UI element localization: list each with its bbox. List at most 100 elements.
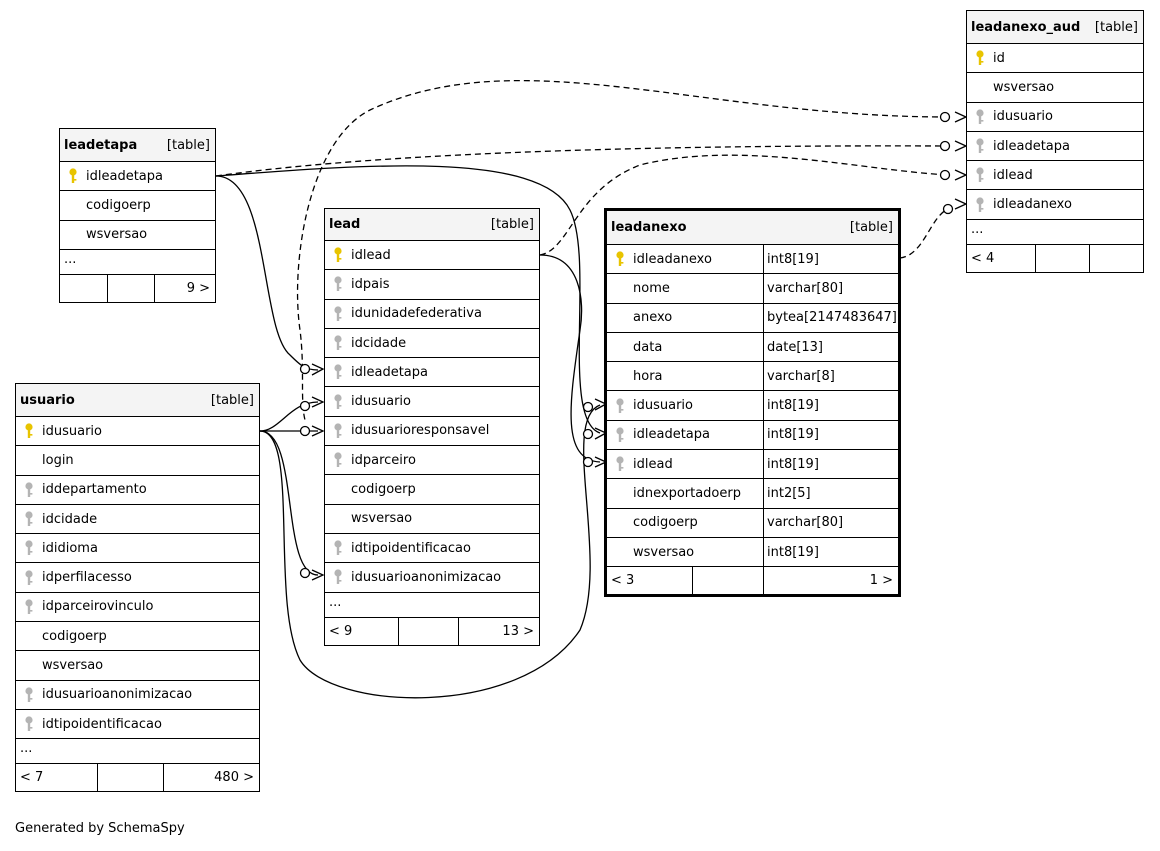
column-name-cell: idlead xyxy=(967,161,1143,189)
column-row[interactable]: id xyxy=(967,44,1143,74)
table-name: usuario xyxy=(20,392,75,408)
column-name: wsversao xyxy=(633,544,695,560)
column-row[interactable]: idcidade xyxy=(16,505,259,535)
column-name: wsversao xyxy=(351,511,413,527)
column-row[interactable]: idtipoidentificacao xyxy=(16,710,259,740)
column-row[interactable]: idusuarioanonimizacao xyxy=(16,681,259,710)
column-row[interactable]: idusuarioresponsavel xyxy=(325,417,539,447)
column-row[interactable]: wsversao xyxy=(967,73,1143,103)
more-columns: ... xyxy=(325,593,539,618)
edge-aud-leadanexo xyxy=(899,207,951,259)
column-row[interactable]: ididioma xyxy=(16,534,259,564)
edge-leadanexo-leadetapa xyxy=(215,165,601,434)
column-row[interactable]: idusuario xyxy=(967,103,1143,132)
edge-lead-idusuarioanonimizacao-usuario xyxy=(259,430,319,576)
column-name: anexo xyxy=(633,310,673,326)
column-row[interactable]: idlead xyxy=(325,241,539,271)
foreign-key-icon xyxy=(973,137,987,155)
column-row[interactable]: wsversao xyxy=(16,651,259,681)
edge-marker xyxy=(299,400,311,412)
column-name: wsversao xyxy=(86,227,148,243)
column-name: hora xyxy=(633,368,663,384)
column-row[interactable]: idparceirovinculo xyxy=(16,593,259,623)
edge-marker xyxy=(582,456,594,468)
column-row[interactable]: codigoerp xyxy=(16,622,259,652)
primary-key-icon xyxy=(331,246,345,264)
foreign-key-icon xyxy=(973,108,987,126)
edge-lead-idusuario-usuario xyxy=(259,401,319,432)
column-row[interactable]: idleadanexo xyxy=(967,190,1143,220)
column-name: id xyxy=(993,50,1005,66)
column-row[interactable]: idleadetapa xyxy=(967,132,1143,162)
column-row[interactable]: nome varchar[80] xyxy=(607,274,898,304)
column-row[interactable]: login xyxy=(16,446,259,476)
column-row[interactable]: idtipoidentificacao xyxy=(325,534,539,564)
column-name-cell: idunidadefederativa xyxy=(325,300,539,328)
column-name-cell: idusuarioresponsavel xyxy=(325,417,539,445)
table-header: leadanexo [table] xyxy=(607,211,898,245)
more-columns: ... xyxy=(967,220,1143,245)
column-name-cell: idleadanexo xyxy=(967,190,1143,218)
column-name: idusuario xyxy=(633,398,693,414)
primary-key-icon xyxy=(613,250,627,268)
edge-leadanexo-usuario xyxy=(259,404,601,699)
column-name-cell: idleadetapa xyxy=(967,132,1143,160)
footer-left: < 4 xyxy=(971,250,995,266)
column-name-cell: idleadanexo xyxy=(607,245,763,273)
foreign-key-icon xyxy=(973,196,987,214)
column-row[interactable]: idleadetapa xyxy=(325,358,539,388)
column-row[interactable]: idusuario xyxy=(325,387,539,417)
column-name-cell: login xyxy=(16,446,259,474)
column-row[interactable]: wsversao xyxy=(325,505,539,534)
column-row[interactable]: idcidade xyxy=(325,329,539,359)
column-name: idcidade xyxy=(42,511,98,527)
footer-mid xyxy=(398,617,458,645)
foreign-key-icon xyxy=(613,397,627,415)
foreign-key-icon xyxy=(22,539,36,557)
column-type: int8[19] xyxy=(763,245,898,274)
column-name: idpais xyxy=(351,276,390,292)
generated-by-text: Generated by SchemaSpy xyxy=(15,821,185,836)
column-row[interactable]: idunidadefederativa xyxy=(325,300,539,329)
column-row[interactable]: codigoerp xyxy=(325,475,539,505)
foreign-key-icon xyxy=(331,422,345,440)
column-row[interactable]: iddepartamento xyxy=(16,476,259,505)
more-columns: ... xyxy=(16,739,259,765)
column-row[interactable]: codigoerp xyxy=(60,191,215,221)
column-row[interactable]: idpais xyxy=(325,270,539,300)
column-row[interactable]: idusuarioanonimizacao xyxy=(325,563,539,593)
column-name: idlead xyxy=(351,247,391,263)
column-row[interactable]: idusuario int8[19] xyxy=(607,391,898,421)
foreign-key-icon xyxy=(973,166,987,184)
column-row[interactable]: idperfilacesso xyxy=(16,563,259,593)
column-row[interactable]: idparceiro xyxy=(325,446,539,476)
foreign-key-icon xyxy=(22,510,36,528)
column-row[interactable]: wsversao xyxy=(60,221,215,250)
column-type: varchar[80] xyxy=(763,274,898,303)
column-type: int8[19] xyxy=(763,391,898,420)
column-name: nome xyxy=(633,280,670,296)
column-row[interactable]: idleadetapa xyxy=(60,162,215,192)
column-name-cell: idleadetapa xyxy=(325,358,539,386)
column-name-cell: idnexportadoerp xyxy=(607,479,763,507)
column-name: idusuario xyxy=(351,394,411,410)
column-name: idparceiro xyxy=(351,452,416,468)
edge-marker xyxy=(939,111,951,123)
edge-marker xyxy=(299,567,311,579)
column-row[interactable]: idusuario xyxy=(16,417,259,447)
column-row[interactable]: idlead xyxy=(967,161,1143,191)
